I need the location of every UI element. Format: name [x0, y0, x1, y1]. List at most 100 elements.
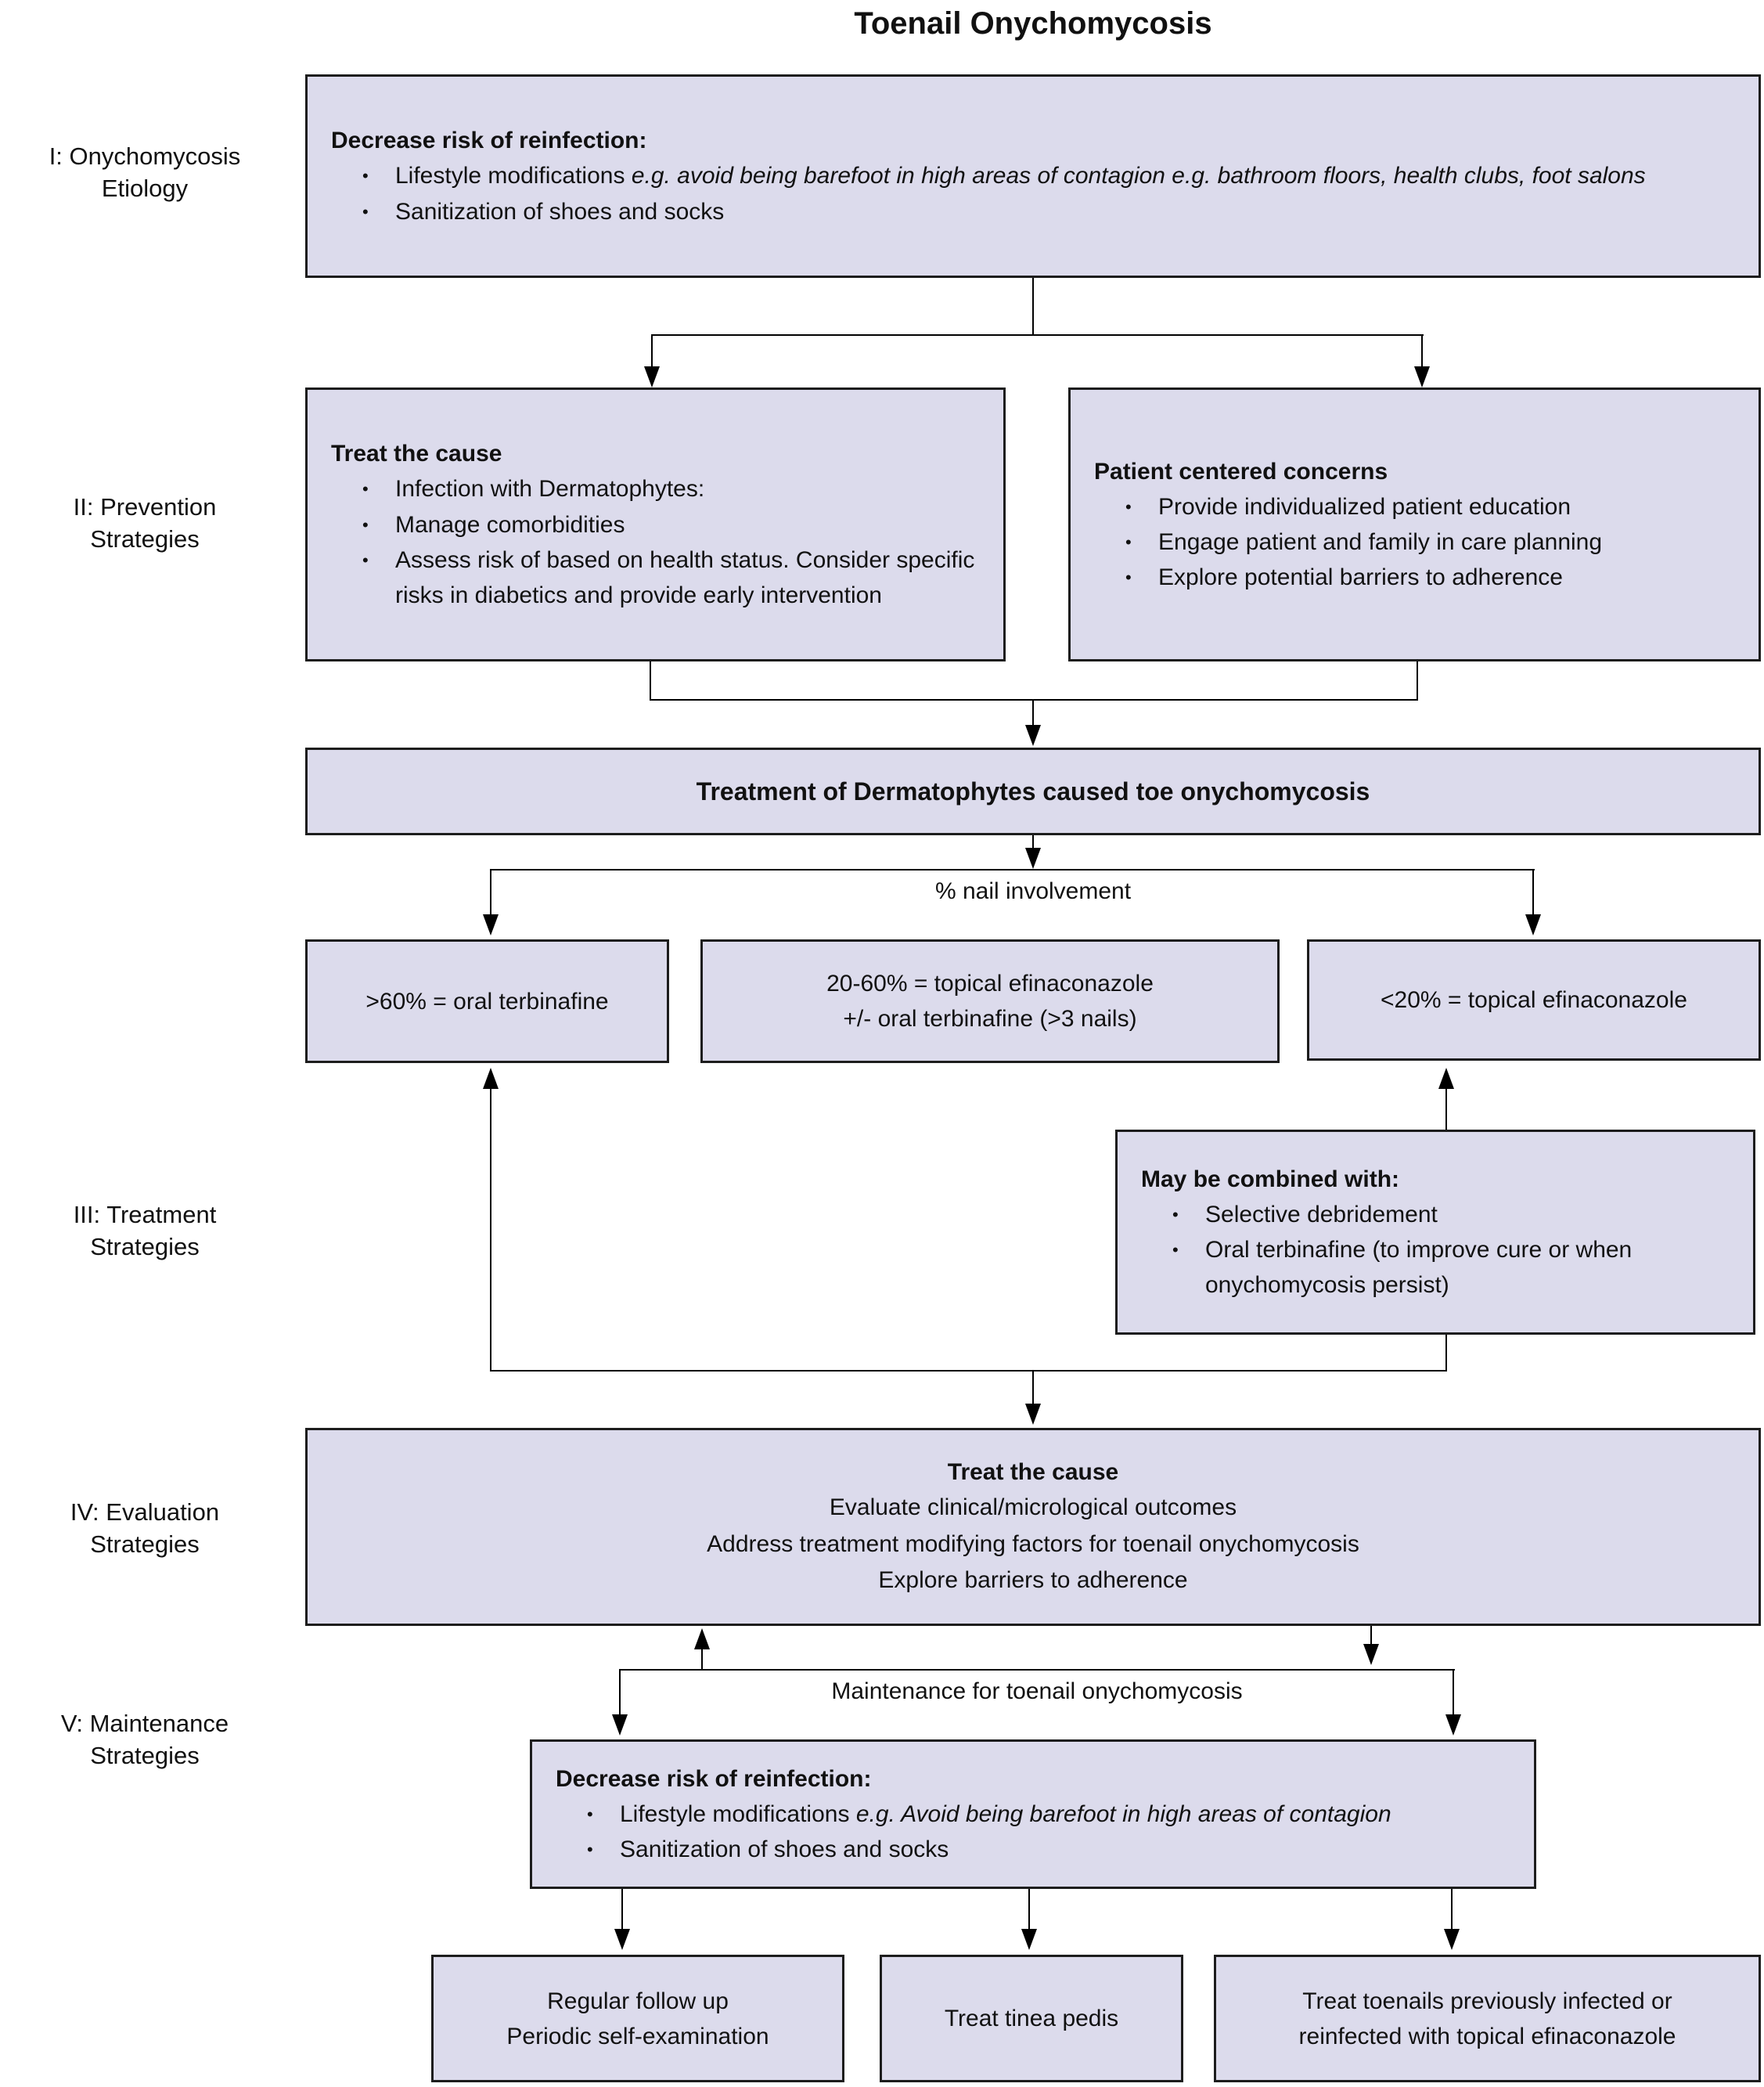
gt60-option-text: >60% = oral terbinafine [365, 988, 609, 1015]
list-item: • Provide individualized patient educati… [1094, 489, 1735, 524]
connector-to-patient-concerns [1421, 334, 1423, 368]
bullet-text: Selective debridement [1205, 1201, 1438, 1227]
arrowhead-down-icon [1025, 725, 1041, 746]
etiology-box: Decrease risk of reinfection: • Lifestyl… [305, 74, 1761, 278]
bullet-dot-icon: • [1172, 1240, 1179, 1260]
arrowhead-down-icon [1414, 366, 1430, 387]
list-item: • Infection with Dermatophytes: [331, 471, 980, 506]
bullet-dot-icon: • [362, 550, 369, 570]
bullet-text: Provide individualized patient education [1158, 493, 1571, 520]
maintenance-box-heading: Decrease risk of reinfection: [556, 1765, 872, 1792]
evaluation-box: Treat the cause Evaluate clinical/microl… [305, 1428, 1761, 1626]
arrowhead-down-icon [1025, 1404, 1041, 1425]
arrowhead-up-icon [694, 1628, 710, 1649]
list-item: • Engage patient and family in care plan… [1094, 524, 1735, 560]
bullet-text-normal: Sanitization of shoes and socks [620, 1836, 949, 1862]
treat-toenails-box: Treat toenails previously infected or re… [1214, 1955, 1761, 2082]
bullet-text: Lifestyle modifications e.g. Avoid being… [620, 1797, 1510, 1832]
connector-join-bar [650, 699, 1418, 701]
connector-to-tinea-pedis [1028, 1889, 1030, 1930]
bullet-dot-icon: • [1172, 1204, 1179, 1224]
lt20-option-text: <20% = topical efinaconazole [1381, 987, 1687, 1013]
followup-box-text: Regular follow up Periodic self-examinat… [506, 1988, 769, 2049]
list-item: • Explore potential barriers to adherenc… [1094, 560, 1735, 595]
treat-cause-box-heading: Treat the cause [331, 441, 502, 467]
bullet-dot-icon: • [362, 514, 369, 535]
connector-banner-stem [1032, 835, 1034, 849]
connector-etiology-split-bar [652, 334, 1424, 336]
connector-to-treat-cause [651, 334, 653, 368]
connector-evaluation-down [1370, 1626, 1372, 1645]
maintenance-loop-label: Maintenance for toenail onychomycosis [831, 1678, 1243, 1704]
lt20-option-box: <20% = topical efinaconazole [1307, 939, 1761, 1061]
bullet-text: Engage patient and family in care planni… [1158, 528, 1603, 555]
connector-treatment-collector-bar [490, 1370, 1447, 1372]
patient-concerns-box-heading: Patient centered concerns [1094, 458, 1388, 485]
combined-with-box-heading: May be combined with: [1141, 1166, 1400, 1192]
bullet-dot-icon: • [1125, 496, 1132, 517]
bullet-text: Infection with Dermatophytes: [395, 476, 705, 503]
list-item: • Manage comorbidities [331, 507, 980, 542]
treatment-banner-text: Treatment of Dermatophytes caused toe on… [696, 777, 1370, 806]
bullet-text: Explore potential barriers to adherence [1158, 564, 1563, 591]
bullet-text-italic: e.g. avoid being barefoot in high areas … [631, 163, 1646, 189]
bullet-dot-icon: • [1125, 532, 1132, 552]
evaluation-line: Address treatment modifying factors for … [707, 1530, 1359, 1557]
connector-combined-down [1445, 1335, 1447, 1370]
nail-involvement-label: % nail involvement [934, 878, 1132, 904]
etiology-box-heading: Decrease risk of reinfection: [331, 128, 647, 154]
list-item: • Selective debridement [1141, 1197, 1730, 1232]
arrowhead-down-icon [644, 366, 660, 387]
bullet-dot-icon: • [362, 479, 369, 499]
arrowhead-down-icon [1025, 848, 1041, 869]
page-title: Toenail Onychomycosis [854, 6, 1212, 41]
bullet-text: Manage comorbidities [395, 511, 625, 538]
list-item: • Oral terbinafine (to improve cure or w… [1141, 1232, 1730, 1303]
tinea-pedis-box-text: Treat tinea pedis [944, 2006, 1119, 2031]
evaluation-box-heading: Treat the cause [947, 1459, 1119, 1486]
treat-toenails-box-text: Treat toenails previously infected or re… [1298, 1988, 1676, 2049]
tinea-pedis-box: Treat tinea pedis [880, 1955, 1183, 2082]
section-label-etiology: I: Onychomycosis Etiology [49, 142, 241, 202]
bullet-dot-icon: • [362, 166, 369, 186]
arrowhead-down-icon [1444, 1929, 1460, 1950]
combined-with-box: May be combined with: • Selective debrid… [1115, 1130, 1755, 1335]
section-label-maintenance: V: Maintenance Strategies [60, 1710, 229, 1769]
connector-from-treat-cause [650, 661, 651, 699]
bullet-text-italic: e.g. Avoid being barefoot in high areas … [855, 1800, 1391, 1827]
connector-to-treat-toenails [1451, 1889, 1453, 1930]
patient-concerns-box: Patient centered concerns • Provide indi… [1068, 387, 1761, 661]
connector-maintenance-up [701, 1648, 703, 1669]
arrowhead-down-icon [612, 1714, 628, 1736]
treat-cause-box: Treat the cause • Infection with Dermato… [305, 387, 1006, 661]
connector-to-evaluation [1032, 1370, 1034, 1404]
bullet-text-normal: Lifestyle modifications [620, 1800, 856, 1827]
section-label-treatment: III: Treatment Strategies [73, 1201, 217, 1260]
followup-box: Regular follow up Periodic self-examinat… [431, 1955, 844, 2082]
evaluation-line: Evaluate clinical/micrological outcomes [829, 1494, 1237, 1521]
connector-combined-to-lt20 [1445, 1087, 1447, 1130]
bullet-text: Lifestyle modifications e.g. avoid being… [395, 158, 1735, 193]
connector-to-maintenance-right [1453, 1669, 1454, 1716]
connector-loop-to-gt60 [490, 1087, 491, 1370]
list-item: • Lifestyle modifications e.g. Avoid bei… [556, 1797, 1510, 1832]
connector-to-gt60 [490, 869, 491, 916]
arrowhead-down-icon [614, 1929, 630, 1950]
bullet-dot-icon: • [587, 1804, 593, 1824]
list-item: • Sanitization of shoes and socks [556, 1832, 1510, 1867]
bullet-text: Sanitization of shoes and socks [620, 1832, 1510, 1867]
connector-nail-involvement-bar [491, 869, 1535, 870]
arrowhead-down-icon [1445, 1714, 1461, 1736]
section-label-prevention: II: Prevention Strategies [73, 493, 217, 553]
list-item: • Assess risk of based on health status.… [331, 542, 980, 613]
bullet-text: Oral terbinafine (to improve cure or whe… [1205, 1237, 1633, 1299]
mid-option-box: 20-60% = topical efinaconazole +/- oral … [700, 939, 1280, 1063]
connector-etiology-split-stem [1032, 278, 1034, 334]
connector-to-lt20 [1532, 869, 1534, 916]
arrowhead-down-icon [483, 914, 499, 935]
connector-to-maintenance-left [619, 1669, 621, 1716]
treatment-banner-box: Treatment of Dermatophytes caused toe on… [305, 748, 1761, 835]
arrowhead-down-icon [1021, 1929, 1037, 1950]
maintenance-box: Decrease risk of reinfection: • Lifestyl… [530, 1739, 1536, 1889]
